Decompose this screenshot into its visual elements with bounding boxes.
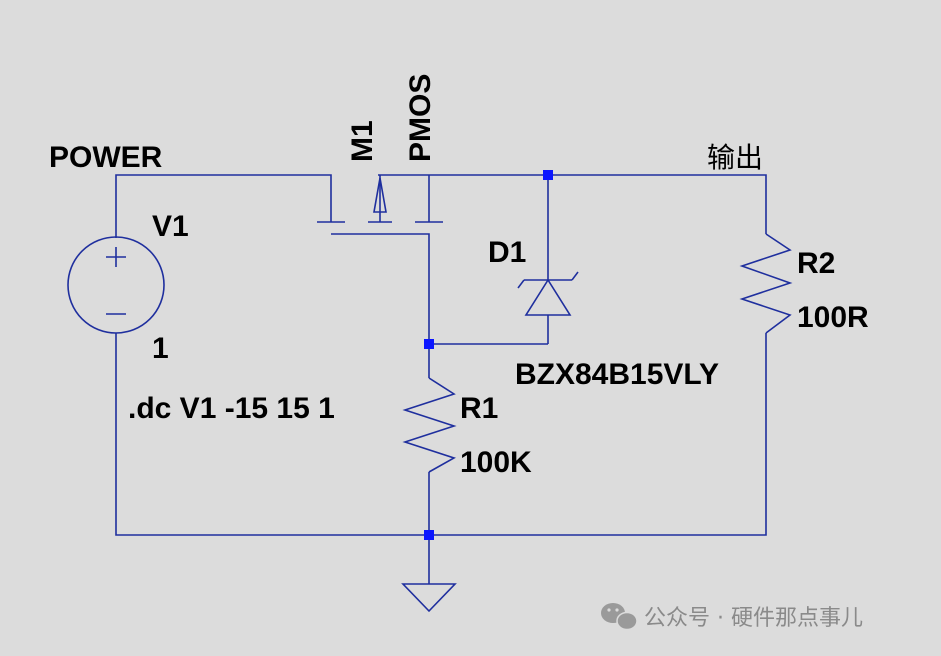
junction-gate-node (424, 339, 434, 349)
junctions (424, 170, 553, 540)
zener-bend-right (571, 271, 579, 281)
wechat-icon (601, 603, 638, 631)
r2-name: R2 (797, 247, 835, 280)
net-label-power: POWER (49, 141, 163, 174)
zener-bend-left (517, 279, 525, 289)
net-label-output: 输出 (707, 141, 763, 174)
spice-directive[interactable]: .dc V1 -15 15 1 (128, 392, 335, 425)
v1-name: V1 (152, 210, 189, 243)
zener-diode-d1[interactable] (517, 271, 579, 316)
m1-name: M1 (346, 120, 379, 162)
watermark: 公众号 · 硬件那点事儿 (601, 603, 863, 631)
junction-output (543, 170, 553, 180)
r1-value: 100K (460, 446, 532, 479)
resistor-r2[interactable] (739, 233, 793, 334)
wire-output-top (378, 174, 767, 234)
r2-zigzag (739, 233, 793, 334)
wire-power-top (115, 174, 332, 238)
junction-ground (424, 530, 434, 540)
wire-gate (331, 233, 430, 378)
source-circle (67, 236, 165, 334)
diode-triangle (524, 278, 572, 316)
r1-zigzag (402, 377, 457, 473)
voltage-source-v1[interactable] (67, 236, 165, 334)
v1-value: 1 (152, 332, 169, 365)
mos-arrow (373, 177, 387, 213)
pmos-m1[interactable] (317, 175, 443, 223)
resistor-r1[interactable] (402, 377, 457, 473)
wire-left-bottom (115, 333, 767, 536)
r1-name: R1 (460, 392, 498, 425)
wires (115, 174, 767, 584)
ground-symbol[interactable] (401, 583, 457, 613)
d1-name: D1 (488, 236, 526, 269)
m1-model: PMOS (404, 74, 437, 162)
r2-value: 100R (797, 301, 869, 334)
d1-model: BZX84B15VLY (515, 358, 719, 391)
watermark-text: 公众号 · 硬件那点事儿 (644, 606, 863, 631)
